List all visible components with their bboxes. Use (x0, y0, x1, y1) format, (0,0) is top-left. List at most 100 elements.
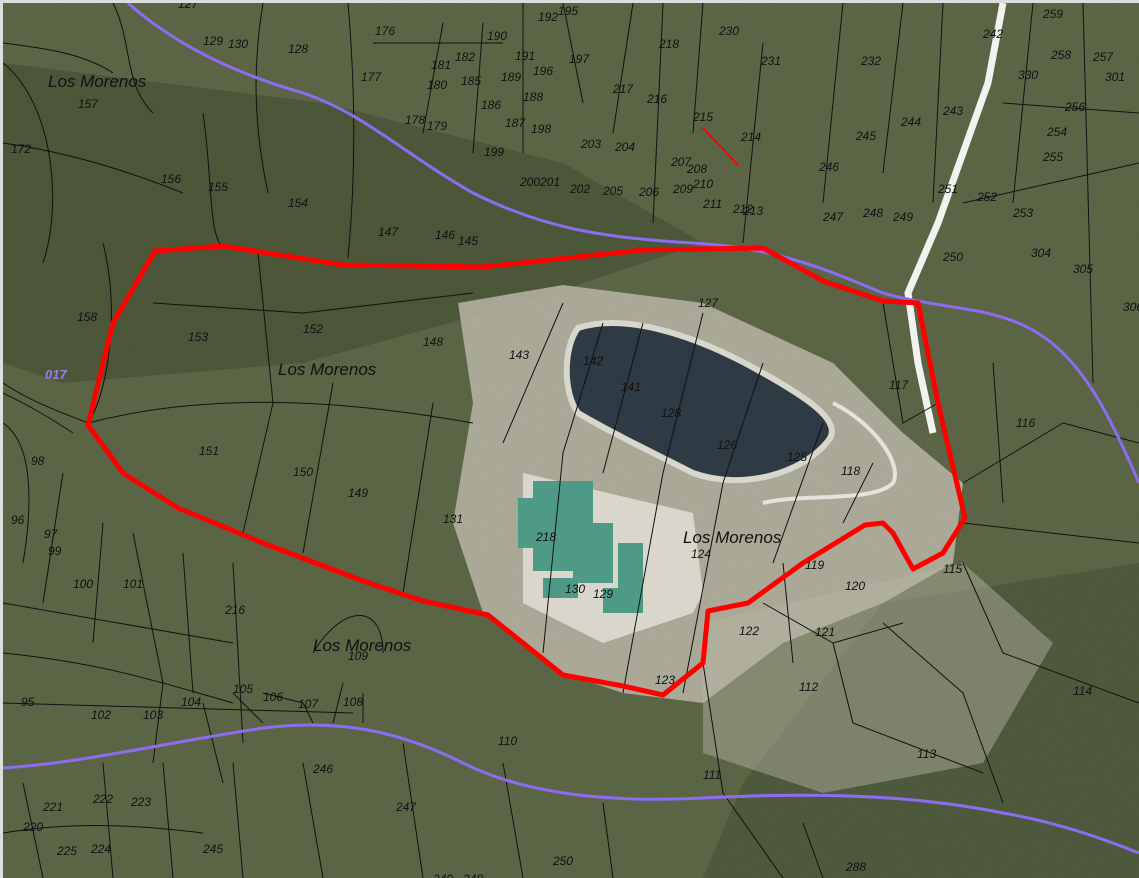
parcel-number: 157 (78, 97, 99, 111)
parcel-number: 129 (593, 587, 613, 601)
parcel-number: 111 (703, 768, 721, 782)
parcel-number: 250 (552, 854, 573, 868)
parcel-number: 242 (982, 27, 1003, 41)
parcel-number: 127 (698, 296, 719, 310)
parcel-line (1002, 102, 1139, 114)
parcel-line (202, 702, 224, 784)
parcel-line (302, 382, 334, 554)
greenhouse-roof (603, 588, 643, 613)
parcel-line (962, 162, 1139, 204)
parcel-number: 180 (427, 78, 447, 92)
parcel-number: 114 (1073, 684, 1092, 698)
parcel-line (502, 302, 564, 444)
parcel-number: 192 (538, 10, 558, 24)
parcel-number: 120 (845, 579, 865, 593)
parcel-number: 148 (423, 335, 443, 349)
parcel-number: 98 (31, 454, 45, 468)
parcel-number: 230 (718, 24, 739, 38)
parcel-line (612, 3, 634, 134)
parcel-line (602, 322, 644, 474)
parcel-number: 208 (686, 162, 707, 176)
parcel-line (3, 142, 184, 194)
parcel-number: 155 (208, 180, 228, 194)
parcel-line (3, 62, 54, 264)
parcel-number: 247 (395, 800, 417, 814)
parcel-number: 191 (515, 49, 535, 63)
parcel-number: 252 (976, 190, 997, 204)
parcel-line (92, 522, 104, 644)
parcel-number: 105 (233, 682, 253, 696)
parcel-line (112, 3, 154, 114)
parcel-number: 142 (583, 354, 603, 368)
parcel-number: 243 (942, 104, 963, 118)
parcel-number: 126 (717, 438, 737, 452)
parcel-number: 248 (462, 872, 483, 878)
parcel-number: 123 (655, 673, 675, 687)
parcel-number: 156 (161, 172, 181, 186)
parcel-number: 250 (942, 250, 963, 264)
parcel-number: 224 (90, 842, 111, 856)
parcel-number: 130 (565, 582, 585, 596)
parcel-number: 231 (760, 54, 781, 68)
parcel-number: 125 (787, 450, 807, 464)
parcel-line (652, 3, 664, 224)
parcel-number: 207 (670, 155, 692, 169)
parcel-number: 201 (539, 175, 560, 189)
parcel-number: 190 (487, 29, 507, 43)
parcel-number: 196 (533, 64, 553, 78)
parcel-line (422, 22, 444, 134)
dirt-road (904, 3, 1007, 434)
parcel-number: 107 (298, 697, 319, 711)
parcel-line (312, 615, 384, 654)
parcel-line (332, 682, 344, 724)
parcel-line (682, 362, 764, 694)
parcel-number: 116 (1016, 416, 1035, 430)
parcel-number: 101 (123, 577, 143, 591)
parcel-number: 145 (458, 234, 478, 248)
parcel-number: 119 (805, 558, 824, 572)
greenhouse-roof (543, 578, 578, 598)
parcel-number: 257 (1092, 50, 1114, 64)
parcel-number: 95 (21, 695, 35, 709)
parcel-number: 199 (484, 145, 504, 159)
parcel-line (3, 42, 114, 74)
parcel-line (1012, 3, 1034, 204)
parcel-line (882, 3, 904, 174)
dense-vegetation-area (703, 563, 1139, 878)
project-boundary[interactable] (85, 243, 968, 698)
parcel-number: 223 (130, 795, 151, 809)
parcel-line (232, 692, 264, 724)
parcel-number: 247 (822, 210, 844, 224)
parcel-number: 108 (343, 695, 363, 709)
parcel-line (3, 392, 74, 434)
parcel-number: 100 (73, 577, 93, 591)
parcel-line (842, 462, 874, 524)
parcel-number: 181 (431, 58, 451, 72)
parcel-number: 131 (443, 512, 463, 526)
parcel-number: 110 (498, 734, 517, 748)
pond-rim (563, 320, 835, 484)
greenhouse-roof (573, 523, 613, 583)
parcel-number: 215 (692, 110, 713, 124)
parcel-line (702, 662, 784, 878)
parcel-line (962, 522, 1139, 544)
parcel-line (152, 292, 474, 314)
parcel-line (772, 422, 824, 564)
parcel-line (932, 3, 944, 204)
parcel-number: 213 (742, 204, 763, 218)
parcel-number: 124 (691, 547, 711, 561)
parcel-number: 288 (845, 860, 866, 874)
parcel-number: 330 (1018, 68, 1038, 82)
parcel-number: 203 (580, 137, 601, 151)
parcel-number: 118 (841, 464, 860, 478)
parcel-line (992, 362, 1004, 504)
parcel-line (692, 3, 704, 134)
parcel-number: 195 (558, 4, 578, 18)
parcel-number: 206 (638, 185, 659, 199)
greenhouse-roofs (518, 481, 643, 613)
parcel-number: 150 (293, 465, 313, 479)
parcel-number: 143 (509, 348, 529, 362)
parcel-line (302, 702, 314, 724)
